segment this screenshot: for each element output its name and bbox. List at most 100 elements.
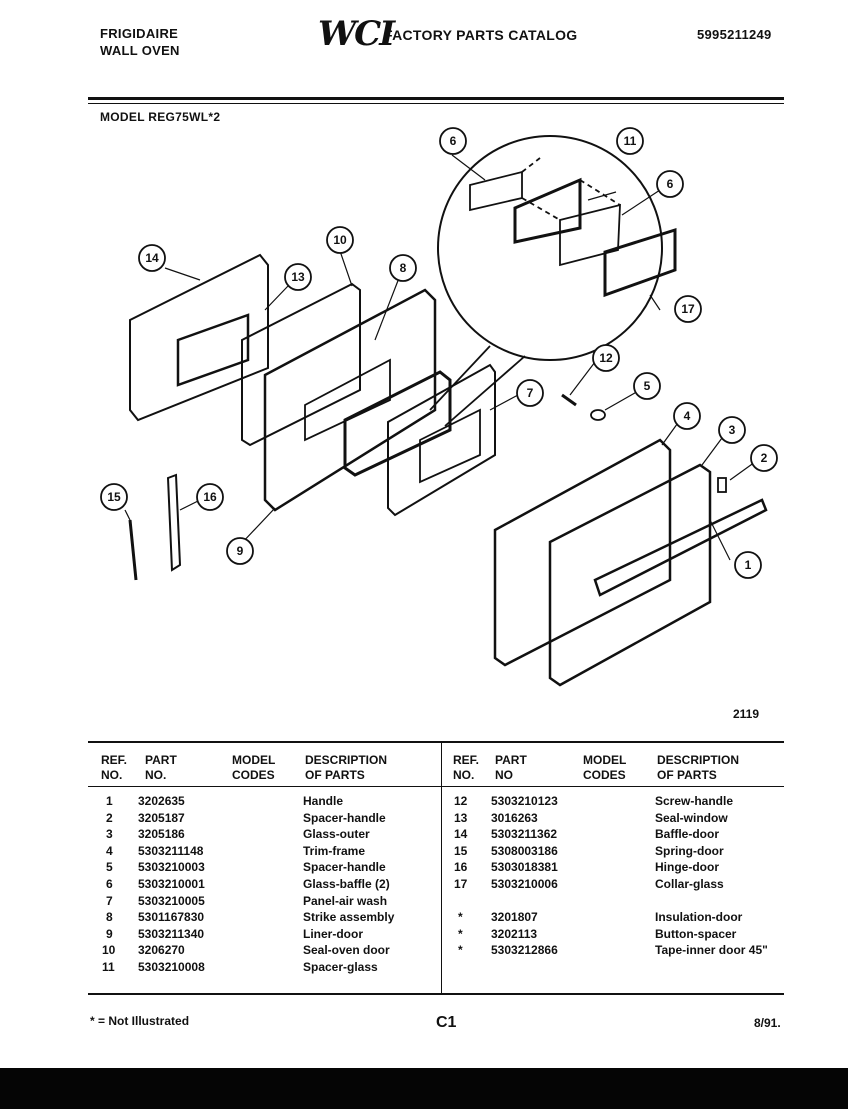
spring-door-part	[128, 519, 138, 581]
glass-outer-part	[548, 463, 712, 687]
figure-number: 2119	[733, 707, 760, 721]
parts-row-ref: 3	[106, 827, 113, 842]
callout-label: 4	[684, 409, 691, 423]
parts-row-ref: *	[458, 926, 463, 941]
parts-row-part: 3205186	[138, 827, 185, 842]
parts-row-desc: Glass-baffle (2)	[303, 877, 390, 891]
scan-edge-band	[0, 1068, 848, 1109]
parts-row-part: 5303210003	[138, 860, 205, 875]
callout-1	[734, 551, 762, 579]
parts-row-part: 3205187	[138, 810, 185, 825]
spacer-handle-5-part	[590, 409, 606, 421]
trim-frame-part	[493, 438, 672, 667]
callout-6a	[439, 127, 467, 155]
glass-baffle-inset	[469, 157, 677, 298]
callout-label: 2	[761, 451, 768, 465]
callout-6b	[656, 170, 684, 198]
parts-row-part: 5303211340	[138, 926, 205, 941]
parts-row-desc: Baffle-door	[655, 827, 719, 842]
callout-label: 1	[745, 558, 752, 572]
parts-row-part: 3206270	[138, 943, 185, 958]
parts-row-ref: *	[458, 943, 463, 958]
callout-label: 12	[599, 351, 613, 365]
parts-row-desc: Glass-outer	[303, 827, 370, 842]
callout-label: 16	[203, 490, 217, 504]
catalog-title: FACTORY PARTS CATALOG	[384, 27, 578, 43]
liner-door-part	[263, 288, 437, 512]
callout-10	[326, 226, 354, 254]
callout-label: 10	[333, 233, 347, 247]
parts-row-desc: Seal-oven door	[303, 943, 390, 958]
parts-row-desc: Screw-handle	[655, 794, 734, 808]
parts-row-part: 3202635	[138, 794, 185, 808]
parts-row-ref: 4	[106, 843, 113, 858]
callout-17	[674, 295, 702, 323]
parts-row-ref: 5	[106, 860, 113, 875]
header-rule-thin	[88, 103, 784, 104]
parts-row-desc: Spring-door	[655, 843, 724, 858]
callout-label: 11	[624, 134, 637, 148]
handle-part	[593, 498, 768, 597]
callout-3	[718, 416, 746, 444]
callout-15	[100, 483, 128, 511]
parts-row-ref: 15	[454, 843, 468, 858]
parts-row-desc: Tape-inner door 45"	[655, 943, 768, 958]
parts-row-ref: 13	[454, 810, 468, 825]
callout-label: 6	[450, 134, 457, 148]
parts-row-part: 5303210001	[138, 877, 205, 891]
header-ref-no-left: REF.NO.	[101, 753, 128, 782]
header-ref-no-right: REF.NO.	[453, 753, 480, 782]
callout-label: 7	[527, 386, 534, 400]
parts-row-ref: 8	[106, 910, 113, 925]
model-number: MODEL REG75WL*2	[100, 110, 221, 124]
parts-row-part: 3201807	[491, 910, 538, 925]
callout-7	[516, 379, 544, 407]
product-type: WALL OVEN	[100, 43, 180, 58]
parts-row-ref: 1	[106, 794, 113, 808]
parts-row-desc: Handle	[303, 794, 344, 808]
parts-row-desc: Spacer-handle	[303, 860, 386, 875]
parts-row-desc: Insulation-door	[655, 910, 743, 925]
callout-5	[633, 372, 661, 400]
callout-12	[592, 344, 620, 372]
parts-row-ref: 6	[106, 877, 113, 891]
catalog-date: 8/91.	[754, 1016, 781, 1030]
callout-9	[226, 537, 254, 565]
parts-row-ref: 11	[102, 960, 115, 974]
parts-row-ref: 16	[454, 860, 468, 875]
parts-row-part: 5303210006	[491, 877, 558, 891]
parts-row-ref: 17	[454, 877, 468, 891]
parts-row-part: 5303212866	[491, 943, 558, 958]
inset-leader-line-2	[444, 355, 526, 427]
parts-row-desc: Strike assembly	[303, 910, 395, 925]
not-illustrated-note: * = Not Illustrated	[90, 1014, 190, 1028]
parts-row-ref: 7	[106, 893, 113, 908]
parts-row-ref: *	[458, 910, 463, 925]
callout-label: 13	[291, 270, 305, 284]
parts-row-part: 5303211362	[491, 827, 558, 842]
callout-label: 17	[681, 302, 695, 316]
parts-row-ref: 2	[106, 810, 113, 825]
callout-circles	[100, 127, 778, 579]
parts-row-part: 5303210005	[138, 893, 205, 908]
table-top-rule	[88, 741, 784, 743]
table-header-rule	[88, 786, 784, 787]
screw-handle-part	[561, 393, 577, 407]
callout-label: 15	[107, 490, 121, 504]
parts-row-desc: Button-spacer	[655, 926, 737, 941]
callout-11	[616, 127, 644, 155]
parts-row-part: 3202113	[491, 926, 538, 941]
callout-4	[673, 402, 701, 430]
callout-14	[138, 244, 166, 272]
callout-label: 8	[400, 261, 407, 275]
parts-row-part: 5303211148	[138, 843, 204, 858]
parts-row-ref: 9	[106, 926, 113, 941]
callout-label: 14	[145, 251, 159, 265]
parts-row-desc: Seal-window	[655, 810, 728, 825]
parts-row-part: 5303210008	[138, 960, 205, 974]
